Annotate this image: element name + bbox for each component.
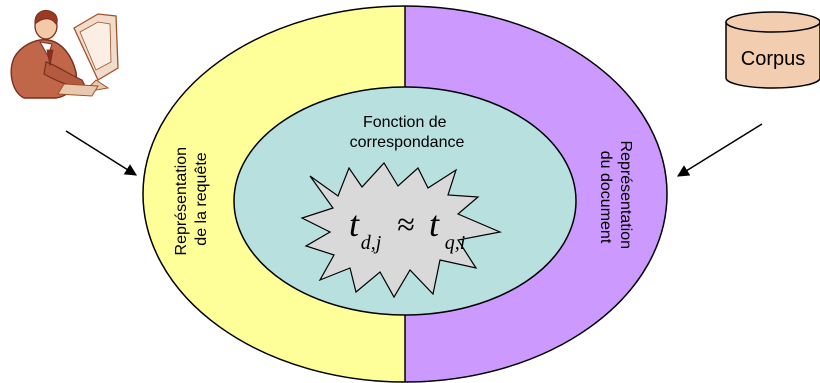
formula-left-term: t xyxy=(349,204,360,244)
person-at-computer-icon xyxy=(11,11,118,99)
corpus-database: Corpus xyxy=(726,12,820,88)
formula-right-subscript: q,i xyxy=(445,232,466,254)
formula-right-term: t xyxy=(429,204,440,244)
document-arrow xyxy=(678,124,762,176)
query-arrow xyxy=(66,131,136,175)
formula-left-subscript: d,j xyxy=(361,232,382,254)
formula-operator: ≈ xyxy=(397,206,415,242)
corpus-label: Corpus xyxy=(741,48,805,70)
